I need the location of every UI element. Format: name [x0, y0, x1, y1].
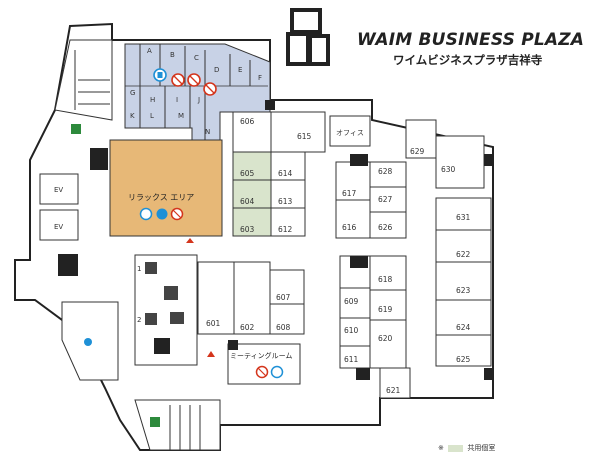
booth-zone: A B C D E F G H I J K L M N	[124, 43, 271, 141]
relax-area-label: リラックス エリア	[128, 193, 194, 202]
room-623[interactable]: 623	[456, 286, 471, 295]
pillars	[228, 100, 493, 380]
brand-name-en: WAIM BUSINESS PLAZA	[357, 30, 585, 50]
room-619[interactable]: 619	[378, 305, 393, 314]
booth-L[interactable]: L	[150, 112, 154, 120]
meeting-room-label[interactable]: ミーティングルーム	[230, 351, 292, 360]
room-614[interactable]: 614	[278, 169, 293, 178]
booth-N[interactable]: N	[205, 128, 210, 136]
booth-H[interactable]: H	[150, 96, 155, 104]
entrance-icon	[186, 238, 194, 243]
shredder-icon[interactable]	[170, 312, 184, 324]
booth-C[interactable]: C	[194, 54, 199, 62]
legend: ※ 共用個室	[438, 443, 495, 453]
phone-icon	[270, 365, 284, 379]
elevator-2[interactable]	[39, 209, 79, 241]
room-627[interactable]: 627	[378, 195, 393, 204]
exit-icon	[150, 417, 160, 427]
room-629[interactable]: 629	[410, 147, 425, 156]
room-603[interactable]: 603	[240, 225, 255, 234]
room-605[interactable]: 605	[240, 169, 255, 178]
room-604[interactable]: 604	[240, 197, 255, 206]
copier-icon[interactable]	[145, 313, 157, 325]
room-612[interactable]: 612	[278, 225, 293, 234]
booth-A[interactable]: A	[147, 47, 152, 55]
room-628[interactable]: 628	[378, 167, 393, 176]
info-icon	[84, 338, 92, 346]
room-620[interactable]: 620	[378, 334, 393, 343]
booth-K[interactable]: K	[130, 112, 135, 120]
elevator-1[interactable]	[39, 173, 79, 205]
booth-G[interactable]: G	[130, 89, 135, 97]
legend-label: 共用個室	[467, 444, 496, 452]
logo-mark	[286, 8, 330, 66]
svg-text:EV: EV	[54, 186, 63, 194]
entrance-icon	[207, 351, 215, 357]
room-608[interactable]: 608	[276, 323, 291, 332]
room-602[interactable]: 602	[240, 323, 255, 332]
relax-area: リラックス エリア	[109, 139, 223, 243]
room-615[interactable]: 615	[297, 132, 312, 141]
info-icon	[156, 208, 168, 220]
left-core: EV EV	[39, 39, 221, 451]
booth-D[interactable]: D	[214, 66, 219, 74]
booth-J[interactable]: J	[197, 96, 200, 104]
copier-2-number: 2	[137, 316, 141, 324]
legend-mark: ※	[438, 444, 444, 452]
booth-I[interactable]: I	[176, 96, 178, 104]
room-624[interactable]: 624	[456, 323, 471, 332]
room-625[interactable]: 625	[456, 355, 471, 364]
room-631[interactable]: 631	[456, 213, 471, 222]
booth-M[interactable]: M	[178, 112, 184, 120]
room-607[interactable]: 607	[276, 293, 291, 302]
room-609[interactable]: 609	[344, 297, 359, 306]
room-611[interactable]: 611	[344, 355, 359, 364]
brand: WAIM BUSINESS PLAZA ワイムビジネスプラザ吉祥寺	[357, 30, 589, 68]
rooms: 606 615 605 614 604 613 603 612 オフィス 617…	[197, 111, 492, 399]
room-626[interactable]: 626	[378, 223, 393, 232]
svg-text:EV: EV	[54, 223, 63, 231]
office-label[interactable]: オフィス	[336, 129, 364, 137]
booth-F[interactable]: F	[258, 74, 262, 82]
service-area: 1 2	[134, 254, 215, 366]
room-630[interactable]: 630	[441, 165, 456, 174]
printer-icon[interactable]	[164, 286, 178, 300]
room-622[interactable]: 622	[456, 250, 471, 259]
room-617[interactable]: 617	[342, 189, 357, 198]
phone-booth-icon	[139, 207, 153, 221]
room-621[interactable]: 621	[386, 386, 401, 395]
room-616[interactable]: 616	[342, 223, 357, 232]
legend-swatch	[448, 444, 464, 452]
copier-1-number: 1	[137, 265, 141, 273]
booth-B[interactable]: B	[170, 51, 175, 59]
room-601[interactable]: 601	[206, 319, 221, 328]
room-610[interactable]: 610	[344, 326, 359, 335]
booth-E[interactable]: E	[238, 66, 242, 74]
room-618[interactable]: 618	[378, 275, 393, 284]
exit-icon	[71, 124, 81, 134]
room-613[interactable]: 613	[278, 197, 293, 206]
brand-name-ja: ワイムビジネスプラザ吉祥寺	[393, 53, 543, 67]
room-606[interactable]: 606	[240, 117, 255, 126]
coffee-icon[interactable]	[154, 338, 170, 354]
copier-icon[interactable]	[145, 262, 157, 274]
